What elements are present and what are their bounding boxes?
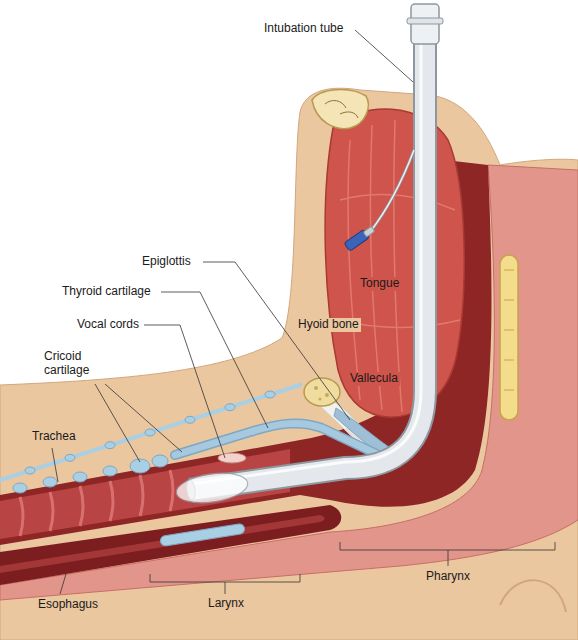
laryngeal-cartilage — [103, 466, 117, 476]
tracheal-rings — [140, 475, 143, 516]
tongue — [370, 125, 382, 410]
part-label: Thyroid cartilage — [60, 285, 153, 299]
intubation-tube — [370, 150, 414, 232]
leader-line — [95, 384, 140, 462]
laryngeal-cartilage — [13, 483, 27, 493]
bracket — [150, 542, 555, 594]
skin — [0, 88, 578, 640]
part-label: Vocal cords — [75, 318, 141, 332]
leader-line — [60, 574, 66, 594]
laryngeal-cartilage — [105, 442, 115, 449]
pharynx-wall — [0, 165, 578, 600]
part-label: Intubation tube — [262, 22, 345, 36]
intubation-tube — [190, 40, 425, 490]
part-label: Larynx — [206, 597, 246, 611]
hyoid-bone — [314, 386, 318, 390]
tongue — [394, 120, 402, 412]
part-label: Esophagus — [36, 598, 100, 612]
bracket — [340, 542, 555, 550]
intubation-tube — [407, 18, 443, 24]
laryngeal-cartilage — [185, 416, 195, 423]
part-label: Hyoid bone — [296, 318, 361, 332]
part-label: Vallecula — [348, 372, 400, 386]
laryngeal-cartilage — [225, 404, 235, 411]
intubation-tube — [363, 226, 375, 237]
leader-line — [105, 384, 182, 452]
tracheal-rings — [20, 470, 173, 536]
esophagus — [0, 505, 341, 585]
tracheal-rings — [170, 470, 173, 511]
intubation-tube — [370, 150, 414, 232]
laryngeal-cartilage — [152, 455, 168, 467]
esophagus — [0, 505, 341, 585]
vocal-cords — [218, 453, 246, 463]
part-label: Pharynx — [424, 570, 472, 584]
laryngeal-cartilage — [43, 477, 57, 487]
laryngeal-cartilage — [265, 391, 275, 398]
intubation-tube — [174, 469, 249, 507]
bracket — [448, 550, 449, 566]
intubation-tube — [190, 40, 425, 490]
leader-line — [52, 30, 413, 594]
pharynx-wall — [504, 270, 514, 390]
mandible-bone — [312, 90, 368, 129]
tracheal-rings — [110, 481, 113, 521]
laryngeal-cartilage — [25, 467, 35, 474]
vocal-cords — [218, 453, 246, 463]
intubation-tube — [174, 4, 443, 507]
intubation-tube — [192, 40, 421, 484]
part-label: Trachea — [30, 430, 78, 444]
tongue — [338, 120, 460, 412]
tracheal-rings — [80, 486, 83, 526]
leader-line — [52, 448, 58, 482]
hyoid-bone — [325, 393, 329, 397]
leader-line — [355, 30, 413, 82]
hyoid-bone — [319, 398, 322, 401]
bracket — [225, 582, 226, 594]
part-label: Cricoid cartilage — [42, 350, 112, 378]
part-label: Tongue — [358, 277, 401, 291]
leader-line — [144, 325, 225, 458]
tracheal-rings — [50, 492, 53, 531]
laryngeal-cartilage — [175, 423, 385, 458]
pharynx-wall — [500, 255, 518, 420]
esophagus — [0, 515, 325, 573]
tongue — [340, 195, 455, 210]
laryngeal-cartilage — [73, 472, 87, 482]
tongue — [348, 140, 360, 400]
leader-line — [161, 292, 268, 428]
laryngeal-cartilage — [175, 423, 385, 458]
intubation-tube — [344, 225, 376, 252]
laryngeal-cartilage — [130, 459, 150, 473]
bracket — [150, 574, 300, 582]
tongue — [325, 109, 464, 417]
laryngeal-cartilage — [65, 454, 75, 461]
tracheal-rings — [20, 497, 23, 536]
pharynx-wall — [0, 165, 578, 600]
mandible-bone — [325, 101, 358, 118]
skin — [0, 88, 578, 640]
laryngeal-cartilage — [145, 429, 155, 436]
esophagus — [160, 523, 246, 546]
part-label: Epiglottis — [140, 255, 193, 269]
tongue — [325, 109, 464, 417]
skin — [500, 580, 566, 612]
mandible-bone — [312, 90, 368, 129]
leader-line — [203, 262, 350, 420]
